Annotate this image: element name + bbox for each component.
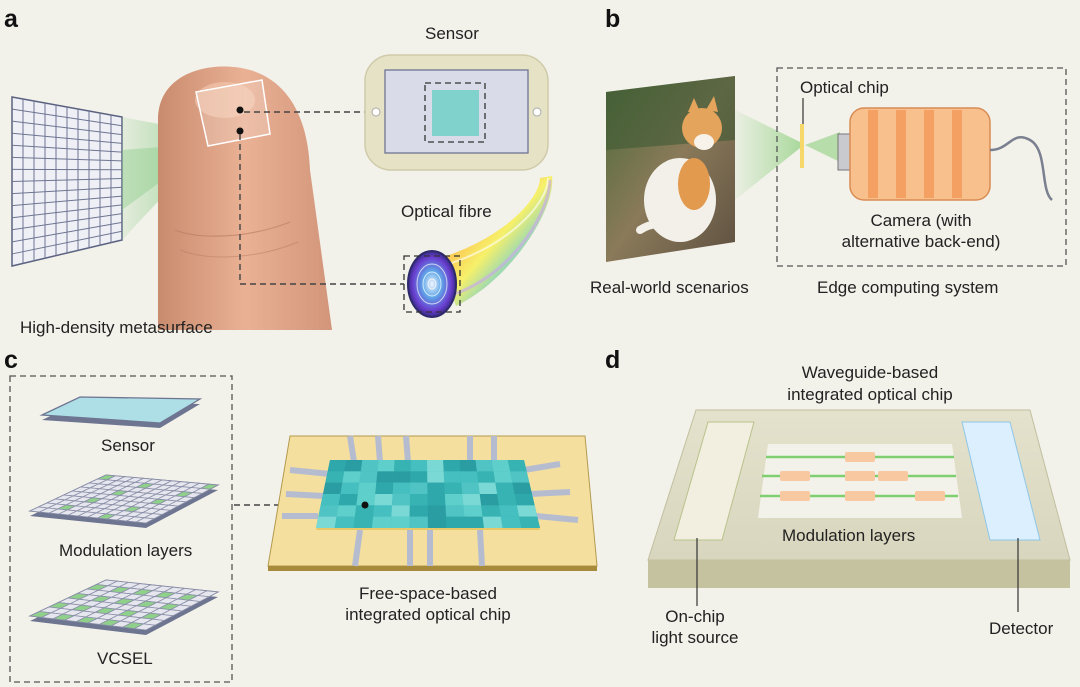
label-edge-computing: Edge computing system — [817, 278, 999, 297]
label-waveguide-1: Waveguide-based — [801, 363, 939, 382]
layer-stack-box — [9, 375, 233, 683]
dash-finger-fibre — [239, 134, 404, 285]
label-vcsel: VCSEL — [97, 649, 153, 668]
label-camera-1: Camera (with — [870, 211, 972, 230]
label-sensor-a: Sensor — [425, 24, 479, 43]
label-free-space-1: Free-space-based — [359, 584, 497, 603]
panel-label-c: c — [4, 346, 18, 374]
label-on-chip-1: On-chip — [665, 607, 725, 626]
panel-label-d: d — [605, 346, 621, 374]
optical-fibre — [403, 176, 553, 318]
label-modulation-c: Modulation layers — [59, 541, 193, 560]
label-detector: Detector — [989, 619, 1054, 638]
label-on-chip-2: light source — [651, 628, 739, 647]
label-optical-fibre: Optical fibre — [401, 202, 492, 221]
label-high-density: High-density metasurface — [20, 318, 213, 337]
cat-photo — [606, 76, 735, 262]
waveguide-chip — [647, 409, 1071, 612]
label-sensor-c: Sensor — [101, 436, 155, 455]
panel-label-a: a — [4, 5, 18, 33]
label-waveguide-2: integrated optical chip — [787, 385, 953, 404]
finger — [158, 66, 332, 330]
metasurface-grid — [11, 96, 123, 267]
light-cone-b — [735, 110, 800, 200]
label-camera-2: alternative back-end) — [841, 232, 1001, 251]
free-space-chip — [267, 435, 598, 571]
panel-label-b: b — [605, 5, 621, 33]
modulation-layer-c — [28, 474, 220, 528]
camera — [837, 107, 1053, 201]
edge-computing-box — [776, 67, 1067, 267]
sensor-a — [364, 54, 549, 171]
optical-chip-b — [800, 124, 804, 168]
sensor-layer-c — [39, 396, 203, 428]
light-cone-b-out — [805, 132, 840, 162]
label-optical-chip: Optical chip — [800, 78, 889, 97]
metasurface-chip — [195, 79, 271, 147]
label-free-space-2: integrated optical chip — [345, 605, 511, 624]
label-modulation-d: Modulation layers — [782, 526, 916, 545]
label-real-world: Real-world scenarios — [590, 278, 749, 297]
vcsel-layer — [28, 579, 220, 635]
fingertip-dot-1 — [236, 106, 244, 114]
fingertip-dot-2 — [236, 127, 244, 135]
